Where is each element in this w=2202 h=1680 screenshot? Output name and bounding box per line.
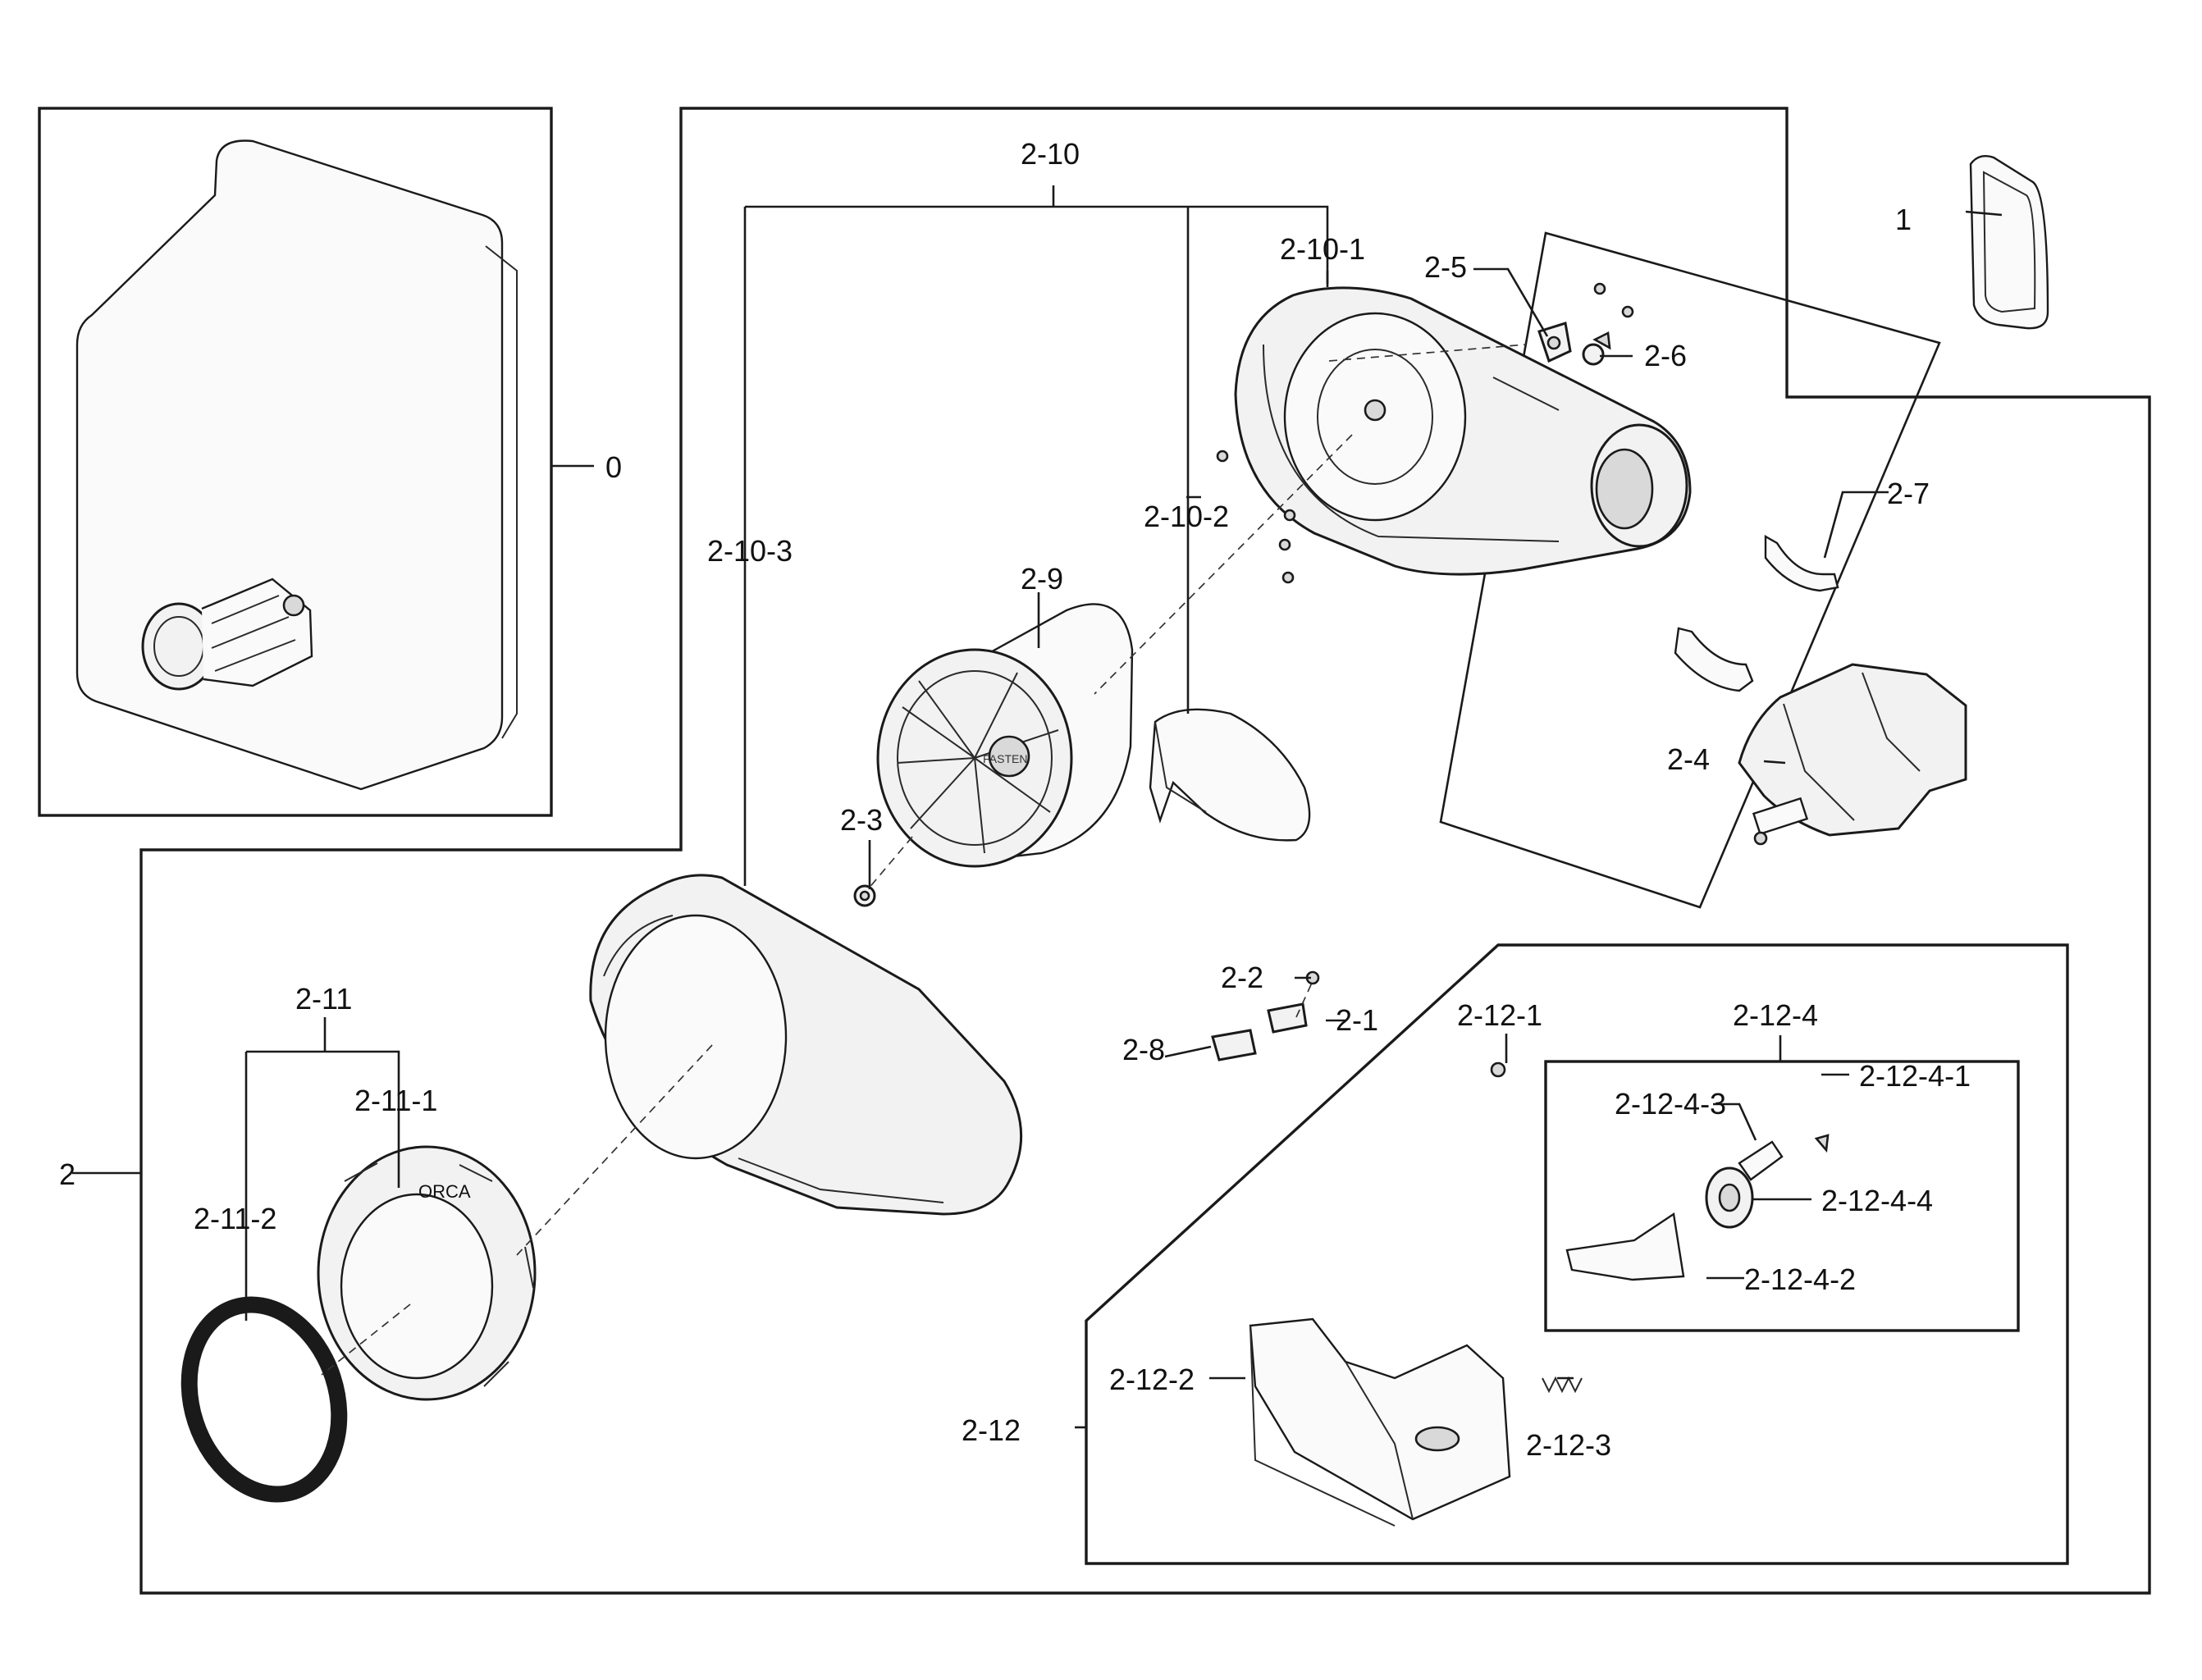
drive-motor xyxy=(1738,663,1967,846)
idler-mount-bracket xyxy=(1249,1317,1511,1527)
blower-impeller xyxy=(876,603,1134,868)
motor-group-outline xyxy=(1439,231,1941,909)
impeller-nut xyxy=(853,884,876,907)
callout-2-9: 2-9 xyxy=(1021,562,1063,596)
callout-2-5: 2-5 xyxy=(1424,250,1467,284)
callout-2-11-1: 2-11-1 xyxy=(354,1084,437,1117)
thermostat-bracket xyxy=(1537,322,1572,363)
assembly-2-12-4-box xyxy=(1544,1060,2020,1332)
assembly-2-box xyxy=(139,107,2151,1595)
idler-screw xyxy=(1490,1061,1506,1078)
idler-shaft xyxy=(1738,1140,1784,1181)
callout-2-3: 2-3 xyxy=(840,803,883,837)
callout-2-1: 2-1 xyxy=(1336,1003,1378,1037)
switch-bracket xyxy=(1211,1029,1257,1061)
fan-badge-text: FASTEN xyxy=(983,752,1027,765)
callout-2-7: 2-7 xyxy=(1887,477,1930,510)
motor-clamp-upper xyxy=(1764,534,1839,592)
idler-spring xyxy=(1542,1376,1583,1394)
callout-2-12-4-3: 2-12-4-3 xyxy=(1615,1087,1726,1121)
callout-2: 2 xyxy=(59,1157,75,1191)
callout-leaders xyxy=(72,185,2003,1429)
callout-2-10-2: 2-10-2 xyxy=(1144,500,1229,533)
blower-housing-front xyxy=(589,874,1023,1216)
callout-2-6: 2-6 xyxy=(1644,339,1687,372)
callout-2-12: 2-12 xyxy=(962,1413,1021,1447)
callout-2-10: 2-10 xyxy=(1021,137,1080,171)
assembly-frames xyxy=(38,107,2151,1595)
callout-2-12-2: 2-12-2 xyxy=(1109,1363,1195,1396)
idler-clip xyxy=(1814,1134,1830,1153)
door-switch xyxy=(1267,1002,1308,1034)
orca-duct-ring: ORCA xyxy=(317,1145,537,1401)
dryer-cabinet-overview xyxy=(75,139,518,791)
gasket-ring xyxy=(180,1296,348,1503)
callout-2-10-3: 2-10-3 xyxy=(707,534,793,568)
callout-1: 1 xyxy=(1895,203,1912,236)
callout-2-2: 2-2 xyxy=(1221,961,1263,994)
assembly-0-box xyxy=(38,107,553,817)
callout-2-4: 2-4 xyxy=(1667,742,1710,776)
drive-belt xyxy=(1969,155,2049,330)
alignment-lines xyxy=(321,344,1527,1376)
housing-screws xyxy=(1216,282,1634,584)
callout-2-11: 2-11 xyxy=(295,982,352,1016)
thermistor-sensor xyxy=(1582,331,1611,366)
callout-2-12-1: 2-12-1 xyxy=(1457,998,1542,1032)
assembly-2-12-box xyxy=(1085,943,2069,1565)
callout-2-10-1: 2-10-1 xyxy=(1280,232,1365,266)
motor-clamp-lower xyxy=(1674,627,1754,692)
duct-seal xyxy=(1149,708,1311,842)
idler-arm xyxy=(1565,1212,1685,1281)
callout-2-12-3: 2-12-3 xyxy=(1526,1428,1611,1462)
idler-pulley xyxy=(1705,1166,1754,1229)
orca-logo-text: ORCA xyxy=(418,1181,471,1202)
blower-housing-rear xyxy=(1234,286,1692,576)
callout-2-12-4-2: 2-12-4-2 xyxy=(1744,1262,1856,1296)
callout-2-8: 2-8 xyxy=(1122,1033,1165,1066)
callout-0: 0 xyxy=(605,450,622,484)
callout-2-12-4: 2-12-4 xyxy=(1733,998,1818,1032)
callout-2-11-2: 2-11-2 xyxy=(194,1202,276,1235)
callout-2-12-4-4: 2-12-4-4 xyxy=(1821,1184,1933,1217)
callout-labels: 0 1 2 2-1 2-2 2-3 2-4 2-5 2-6 2-7 2-8 2-… xyxy=(59,137,1971,1462)
callout-2-12-4-1: 2-12-4-1 xyxy=(1859,1059,1971,1093)
